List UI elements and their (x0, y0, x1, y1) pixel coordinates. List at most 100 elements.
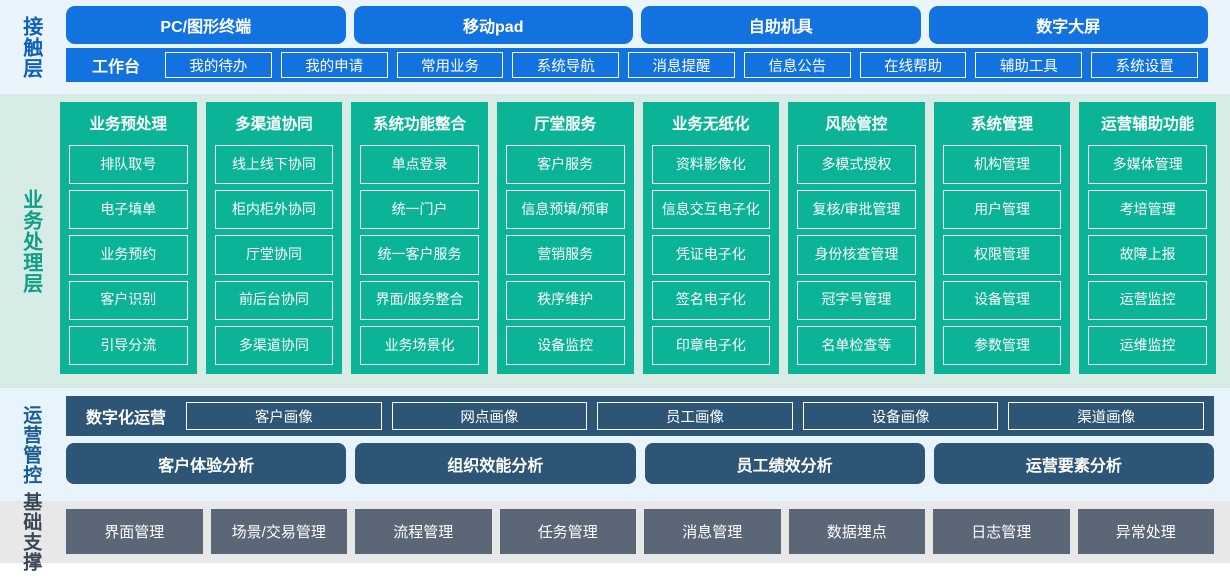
portrait-employee[interactable]: 员工画像 (597, 402, 793, 430)
business-item[interactable]: 冠字号管理 (797, 280, 916, 320)
column-title: 系统功能整合 (373, 116, 467, 133)
business-item[interactable]: 界面/服务整合 (360, 280, 479, 320)
business-item[interactable]: 名单检查等 (797, 325, 916, 366)
business-item[interactable]: 设备监控 (505, 325, 625, 366)
business-item[interactable]: 凭证电子化 (651, 235, 771, 275)
business-item[interactable]: 统一客户服务 (360, 235, 479, 275)
business-item[interactable]: 多模式授权 (797, 145, 916, 185)
operations-layer: 运营管控 数字化运营 客户画像 网点画像 员工画像 设备画像 渠道画像 客户体验… (0, 388, 1230, 501)
business-layer: 业务处理层 业务预处理 排队取号 电子填单 业务预约 客户识别 引导分流 多渠道… (0, 94, 1230, 388)
portrait-channel[interactable]: 渠道画像 (1008, 402, 1204, 430)
business-item[interactable]: 运营监控 (1088, 280, 1207, 320)
digital-operations-row: 数字化运营 客户画像 网点画像 员工画像 设备画像 渠道画像 (66, 396, 1214, 436)
business-column-multi-channel: 多渠道协同 线上线下协同 柜内柜外协同 厅堂协同 前后台协同 多渠道协同 (205, 102, 343, 374)
business-column-risk-control: 风险管控 多模式授权 复核/审批管理 身份核查管理 冠字号管理 名单检查等 (788, 102, 925, 374)
foundation-item-scenario-transaction-management[interactable]: 场景/交易管理 (210, 509, 347, 554)
business-column-paperless: 业务无纸化 资料影像化 信息交互电子化 凭证电子化 签名电子化 印章电子化 (642, 102, 780, 374)
analysis-customer-experience[interactable]: 客户体验分析 (66, 443, 347, 484)
nav-item-system-settings[interactable]: 系统设置 (1091, 52, 1199, 78)
column-title: 业务无纸化 (672, 116, 750, 133)
business-item[interactable]: 客户识别 (69, 280, 188, 320)
foundation-item-message-management[interactable]: 消息管理 (644, 509, 781, 554)
foundation-layer-body: 界面管理 场景/交易管理 流程管理 任务管理 消息管理 数据埋点 日志管理 异常… (60, 501, 1230, 563)
foundation-item-exception-handling[interactable]: 异常处理 (1077, 509, 1214, 554)
business-item[interactable]: 权限管理 (942, 235, 1062, 275)
operations-layer-label: 运营管控 (20, 404, 42, 485)
business-item[interactable]: 用户管理 (942, 190, 1062, 230)
business-item[interactable]: 多媒体管理 (1088, 145, 1207, 185)
foundation-row: 界面管理 场景/交易管理 流程管理 任务管理 消息管理 数据埋点 日志管理 异常… (66, 509, 1214, 554)
business-item[interactable]: 单点登录 (360, 145, 479, 185)
foundation-item-data-tracking[interactable]: 数据埋点 (788, 509, 925, 554)
portrait-customer[interactable]: 客户画像 (186, 402, 382, 430)
workbench-row: 工作台 我的待办 我的申请 常用业务 系统导航 消息提醒 信息公告 在线帮助 辅… (66, 48, 1208, 82)
business-item[interactable]: 厅堂协同 (214, 235, 334, 275)
analysis-row: 客户体验分析 组织效能分析 员工绩效分析 运营要素分析 (66, 443, 1214, 484)
touch-layer: 接触层 PC/图形终端 移动pad 自助机具 数字大屏 工作台 我的待办 我的申… (0, 0, 1230, 94)
business-item[interactable]: 机构管理 (942, 145, 1062, 185)
foundation-item-log-management[interactable]: 日志管理 (933, 509, 1070, 554)
business-item[interactable]: 客户服务 (505, 145, 625, 185)
business-item[interactable]: 引导分流 (69, 325, 188, 366)
business-item[interactable]: 复核/审批管理 (797, 190, 916, 230)
business-layer-body: 业务预处理 排队取号 电子填单 业务预约 客户识别 引导分流 多渠道协同 线上线… (60, 94, 1230, 388)
business-column-system-management: 系统管理 机构管理 用户管理 权限管理 设备管理 参数管理 (933, 102, 1071, 374)
business-item[interactable]: 线上线下协同 (214, 145, 334, 185)
nav-item-my-application[interactable]: 我的申请 (280, 52, 388, 78)
business-item[interactable]: 排队取号 (69, 145, 188, 185)
channel-digital-screen[interactable]: 数字大屏 (928, 6, 1208, 44)
business-column-operations-support: 运营辅助功能 多媒体管理 考培管理 故障上报 运营监控 运维监控 (1079, 102, 1216, 374)
digital-operations-title: 数字化运营 (86, 410, 167, 427)
business-item[interactable]: 多渠道协同 (214, 325, 334, 366)
business-item[interactable]: 印章电子化 (651, 325, 771, 366)
nav-item-my-todo[interactable]: 我的待办 (165, 52, 272, 78)
business-item[interactable]: 柜内柜外协同 (214, 190, 334, 230)
business-item[interactable]: 资料影像化 (651, 145, 771, 185)
analysis-operational-factors[interactable]: 运营要素分析 (933, 443, 1214, 484)
nav-item-system-navigation[interactable]: 系统导航 (512, 52, 620, 78)
business-column-system-integration: 系统功能整合 单点登录 统一门户 统一客户服务 界面/服务整合 业务场景化 (351, 102, 488, 374)
nav-item-auxiliary-tools[interactable]: 辅助工具 (975, 52, 1083, 78)
analysis-organizational-efficiency[interactable]: 组织效能分析 (355, 443, 636, 484)
business-item[interactable]: 签名电子化 (651, 280, 771, 320)
business-item[interactable]: 统一门户 (360, 190, 479, 230)
nav-item-online-help[interactable]: 在线帮助 (859, 52, 967, 78)
business-item[interactable]: 运维监控 (1088, 325, 1207, 366)
business-item[interactable]: 秩序维护 (505, 280, 625, 320)
business-item[interactable]: 身份核查管理 (797, 235, 916, 275)
business-item[interactable]: 电子填单 (69, 190, 188, 230)
workbench-label: 工作台 (92, 59, 141, 76)
business-item[interactable]: 业务预约 (69, 235, 188, 275)
touch-layer-body: PC/图形终端 移动pad 自助机具 数字大屏 工作台 我的待办 我的申请 常用… (60, 0, 1230, 94)
operations-layer-body: 数字化运营 客户画像 网点画像 员工画像 设备画像 渠道画像 客户体验分析 组织… (60, 388, 1230, 501)
business-item[interactable]: 前后台协同 (214, 280, 334, 320)
portrait-branch[interactable]: 网点画像 (391, 402, 588, 430)
portrait-device[interactable]: 设备画像 (802, 402, 999, 430)
foundation-item-process-management[interactable]: 流程管理 (355, 509, 492, 554)
foundation-layer: 基础支撑 界面管理 场景/交易管理 流程管理 任务管理 消息管理 数据埋点 日志… (0, 492, 1230, 572)
business-item[interactable]: 考培管理 (1088, 190, 1207, 230)
business-item[interactable]: 参数管理 (942, 325, 1062, 366)
business-item[interactable]: 营销服务 (505, 235, 625, 275)
nav-item-common-business[interactable]: 常用业务 (396, 52, 504, 78)
foundation-item-task-management[interactable]: 任务管理 (499, 509, 636, 554)
column-title: 运营辅助功能 (1101, 116, 1195, 133)
business-columns: 业务预处理 排队取号 电子填单 业务预约 客户识别 引导分流 多渠道协同 线上线… (60, 102, 1216, 374)
channel-pc[interactable]: PC/图形终端 (66, 6, 346, 44)
business-item[interactable]: 信息交互电子化 (651, 190, 771, 230)
business-item[interactable]: 故障上报 (1088, 235, 1207, 275)
channel-mobile-pad[interactable]: 移动pad (353, 6, 633, 44)
business-column-pre-processing: 业务预处理 排队取号 电子填单 业务预约 客户识别 引导分流 (60, 102, 197, 374)
column-title: 系统管理 (971, 116, 1034, 133)
analysis-employee-performance[interactable]: 员工绩效分析 (644, 443, 925, 484)
business-layer-label: 业务处理层 (19, 188, 42, 294)
column-title: 厅堂服务 (534, 116, 597, 133)
nav-item-information-bulletin[interactable]: 信息公告 (743, 52, 851, 78)
channel-self-service[interactable]: 自助机具 (641, 6, 921, 44)
business-item[interactable]: 设备管理 (942, 280, 1062, 320)
business-item[interactable]: 业务场景化 (360, 325, 479, 366)
business-item[interactable]: 信息预填/预审 (505, 190, 625, 230)
nav-item-message-alert[interactable]: 消息提醒 (628, 52, 735, 78)
column-title: 业务预处理 (89, 116, 168, 133)
foundation-item-ui-management[interactable]: 界面管理 (66, 509, 203, 554)
